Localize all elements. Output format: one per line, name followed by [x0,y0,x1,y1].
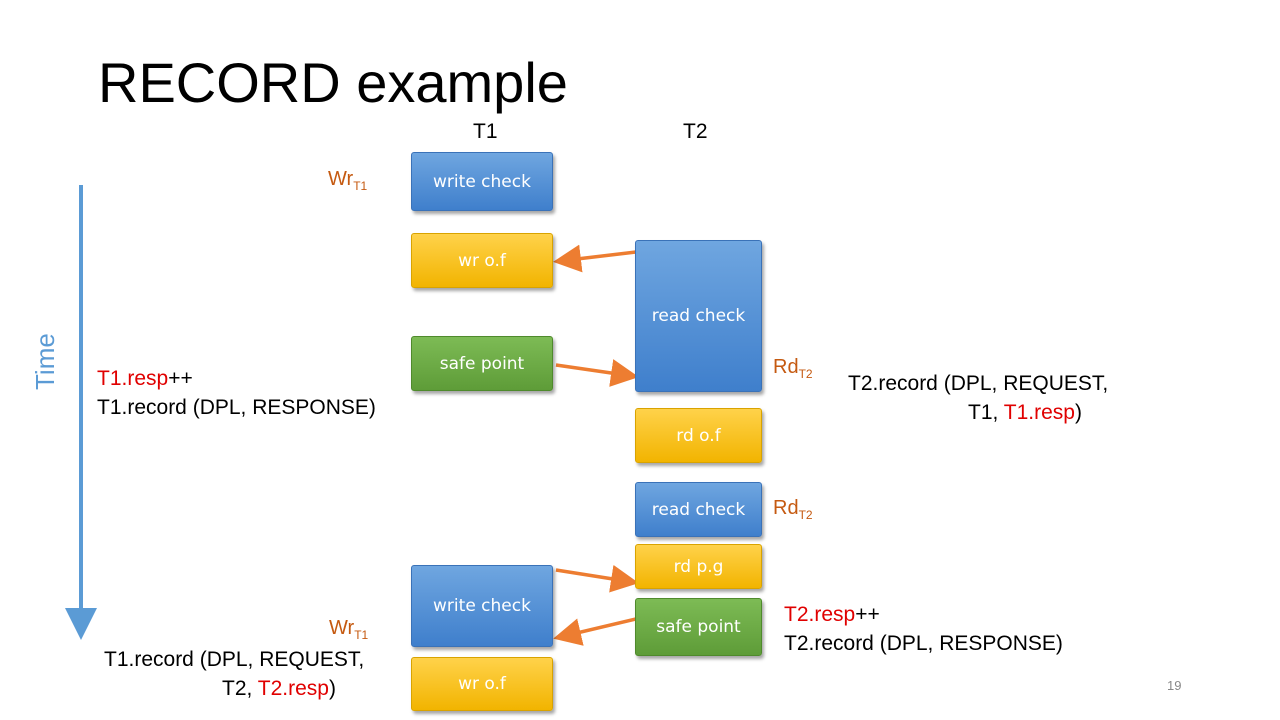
t2-record-request-note: T2.record (DPL, REQUEST, T1, T1.resp) [848,372,1109,424]
column-header-t2: T2 [683,120,708,143]
read-check-box: read check [635,482,762,537]
read-box: rd o.f [635,408,762,463]
read-label-t2: RdT2 [773,356,813,381]
read-box-label: rd p.g [673,556,724,577]
write-box: wr o.f [411,657,553,711]
arrow-safe-point-to-read-check [555,359,639,387]
write-box-label: wr o.f [458,250,506,271]
arrow-write-check-to-rd-pg [555,564,639,593]
t1-resp-increment-note: T1.resp++ T1.record (DPL, RESPONSE) [97,367,376,419]
t2-resp-increment-note: T2.resp++ T2.record (DPL, RESPONSE) [784,603,1063,655]
slide-title: RECORD example [98,51,568,114]
write-box-label: wr o.f [458,674,506,694]
write-check-box: write check [411,152,553,211]
read-box-label: rd o.f [676,425,721,446]
write-label-t1: WrT1 [329,617,369,642]
safe-point-box: safe point [411,336,553,391]
read-box: rd p.g [635,544,762,589]
arrow-read-check-to-wr [553,244,637,273]
read-label-t2: RdT2 [773,497,813,522]
write-box: wr o.f [411,233,553,288]
column-header-t1: T1 [473,120,498,143]
safe-point-box: safe point [635,598,762,656]
write-label-t1: WrT1 [328,168,368,193]
read-check-box: read check [635,240,762,392]
page-number: 19 [1167,678,1182,693]
write-check-box: write check [411,565,553,647]
time-label: Time [30,333,60,390]
t1-record-request-note: T1.record (DPL, REQUEST, T2, T2.resp) [104,648,365,700]
arrow-safe-point-to-write-check [553,617,637,646]
